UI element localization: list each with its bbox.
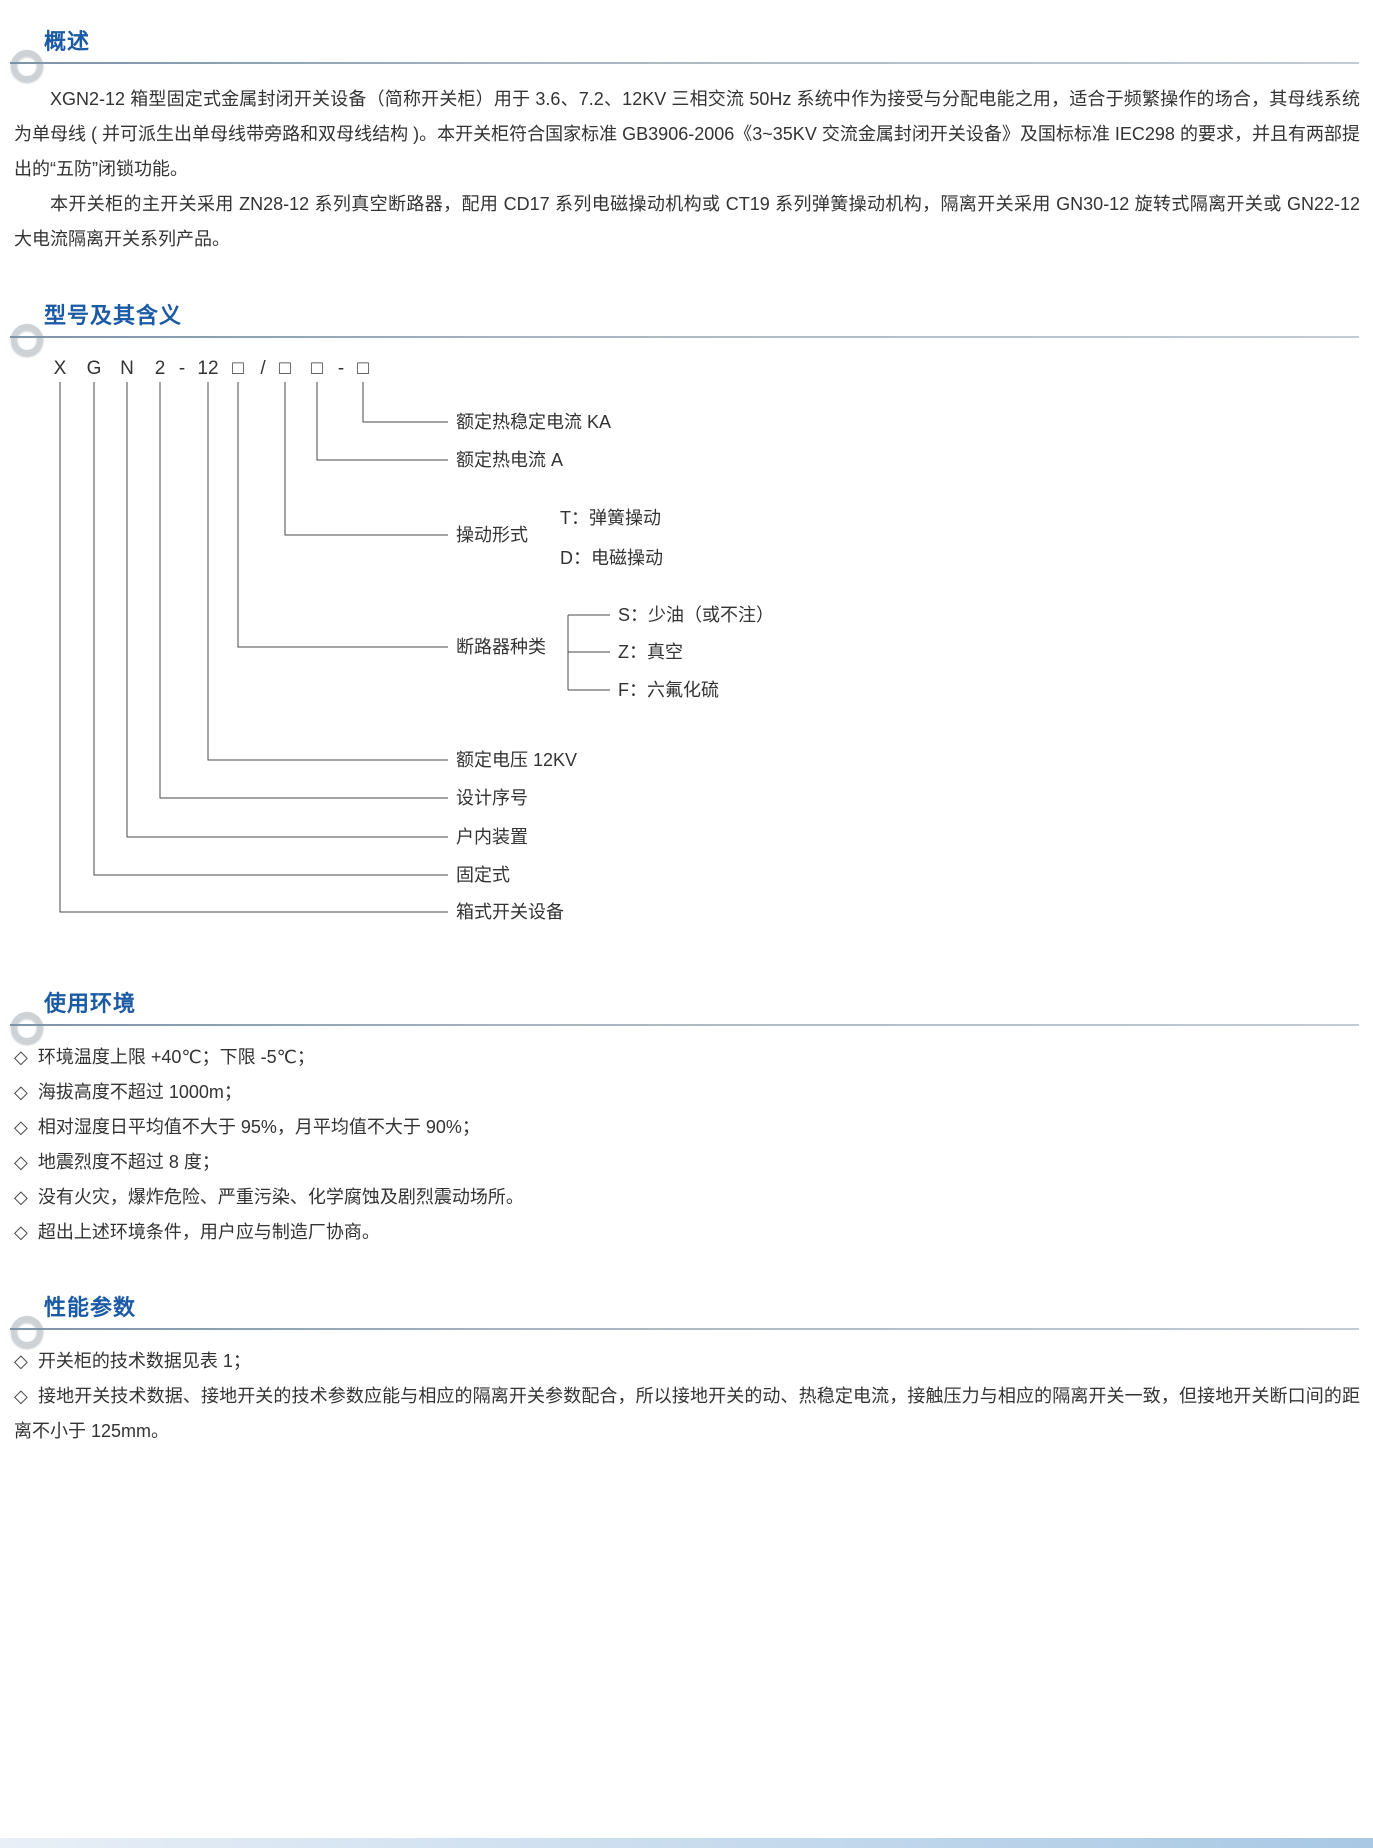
label-box-switchgear: 箱式开关设备 xyxy=(456,902,564,922)
model-code-char: - xyxy=(338,358,344,379)
section-divider xyxy=(10,1024,1359,1026)
breaker-type-option: Z：真空 xyxy=(618,642,683,662)
connector-line xyxy=(126,382,448,838)
list-item-text: 环境温度上限 +40℃；下限 -5℃； xyxy=(37,1047,315,1067)
label-rated-voltage: 额定电压 12KV xyxy=(456,750,577,770)
list-item: ◇ 地震烈度不超过 8 度； xyxy=(14,1145,1360,1180)
environment-list: ◇ 环境温度上限 +40℃；下限 -5℃； ◇ 海拔高度不超过 1000m； ◇ 相对… xyxy=(14,1040,1360,1250)
label-design-serial: 设计序号 xyxy=(456,788,528,808)
list-item-text: 超出上述环境条件，用户应与制造厂协商。 xyxy=(37,1222,380,1242)
model-code-char: N xyxy=(120,358,134,379)
section-divider xyxy=(10,336,1359,338)
diamond-bullet-icon: ◇ xyxy=(14,1047,28,1067)
list-item: ◇ 环境温度上限 +40℃；下限 -5℃； xyxy=(14,1040,1360,1075)
connector-line xyxy=(316,382,448,461)
breaker-type-option: F：六氟化硫 xyxy=(618,680,719,700)
list-item: ◇ 超出上述环境条件，用户应与制造厂协商。 xyxy=(14,1215,1360,1250)
section-title-environment: 使用环境 xyxy=(44,991,137,1016)
model-code-char: □ xyxy=(279,358,291,379)
model-code-char: / xyxy=(260,358,266,379)
list-item-text: 开关柜的技术数据见表 1； xyxy=(37,1351,251,1371)
section-title-overview: 概述 xyxy=(44,29,91,54)
list-item: ◇接地开关技术数据、接地开关的技术参数应能与相应的隔离开关参数配合，所以接地开关… xyxy=(14,1379,1360,1449)
diamond-bullet-icon: ◇ xyxy=(14,1082,28,1102)
diamond-bullet-icon: ◇ xyxy=(14,1152,28,1172)
section-title-model: 型号及其含义 xyxy=(44,303,183,328)
label-indoor-device: 户内装置 xyxy=(456,827,528,847)
diamond-bullet-icon: ◇ xyxy=(14,1187,28,1207)
connector-line xyxy=(284,382,448,536)
diamond-bullet-icon: ◇ xyxy=(14,1386,28,1406)
model-code-char: 12 xyxy=(197,358,218,379)
section-divider xyxy=(10,62,1359,64)
list-item-text: 接地开关技术数据、接地开关的技术参数应能与相应的隔离开关参数配合，所以接地开关的… xyxy=(14,1386,1361,1441)
label-operating-mode: 操动形式 xyxy=(456,525,528,545)
label-thermal-current: 额定热电流 A xyxy=(456,450,563,470)
binder-ring-icon xyxy=(11,50,43,82)
model-designation-diagram: X G N 2 - 12 □ / □ □ - □ 额定热稳定电流 KA 额定热电… xyxy=(54,358,774,922)
connector-line xyxy=(59,382,448,913)
breaker-type-option: S：少油（或不注） xyxy=(618,605,774,625)
connector-line xyxy=(207,382,448,761)
diamond-bullet-icon: ◇ xyxy=(14,1222,28,1242)
diamond-bullet-icon: ◇ xyxy=(14,1351,28,1371)
footer-decoration-bar xyxy=(0,1838,1373,1848)
connector-line xyxy=(159,382,448,799)
operating-mode-option: D：电磁操动 xyxy=(560,548,663,568)
list-item-text: 海拔高度不超过 1000m； xyxy=(37,1082,242,1102)
list-item-text: 相对湿度日平均值不大于 95%，月平均值不大于 90%； xyxy=(37,1117,480,1137)
model-code-char: G xyxy=(87,358,102,379)
diamond-bullet-icon: ◇ xyxy=(14,1117,28,1137)
section-divider xyxy=(10,1328,1359,1330)
list-item: ◇ 海拔高度不超过 1000m； xyxy=(14,1075,1360,1110)
model-code-char: 2 xyxy=(155,358,166,379)
label-breaker-type: 断路器种类 xyxy=(456,637,546,657)
overview-paragraph-1: XGN2-12 箱型固定式金属封闭开关设备（简称开关柜）用于 3.6、7.2、1… xyxy=(14,89,1360,179)
connector-line xyxy=(362,382,448,423)
list-item-text: 地震烈度不超过 8 度； xyxy=(37,1152,220,1172)
section-title-performance: 性能参数 xyxy=(44,1295,137,1320)
model-code-char: □ xyxy=(311,358,323,379)
overview-body: XGN2-12 箱型固定式金属封闭开关设备（简称开关柜）用于 3.6、7.2、1… xyxy=(14,82,1360,257)
model-code-char: □ xyxy=(232,358,244,379)
model-code-char: X xyxy=(54,358,67,379)
label-fixed-type: 固定式 xyxy=(456,865,510,885)
list-item-text: 没有火灾，爆炸危险、严重污染、化学腐蚀及剧烈震动场所。 xyxy=(37,1187,524,1207)
binder-ring-icon xyxy=(11,1012,43,1044)
overview-paragraph-2: 本开关柜的主开关采用 ZN28-12 系列真空断路器，配用 CD17 系列电磁操… xyxy=(14,194,1360,249)
connector-line xyxy=(93,382,448,876)
list-item: ◇ 没有火灾，爆炸危险、严重污染、化学腐蚀及剧烈震动场所。 xyxy=(14,1180,1360,1215)
list-item: ◇ 开关柜的技术数据见表 1； xyxy=(14,1344,1360,1379)
label-thermal-stability: 额定热稳定电流 KA xyxy=(456,412,611,432)
model-code-char: - xyxy=(179,358,185,379)
binder-ring-icon xyxy=(11,1316,43,1348)
list-item: ◇ 相对湿度日平均值不大于 95%，月平均值不大于 90%； xyxy=(14,1110,1360,1145)
model-code-char: □ xyxy=(357,358,369,379)
binder-ring-icon xyxy=(11,324,43,356)
connector-line xyxy=(237,382,448,648)
performance-list: ◇开关柜的技术数据见表 1； ◇接地开关技术数据、接地开关的技术参数应能与相应的… xyxy=(14,1344,1360,1449)
operating-mode-option: T：弹簧操动 xyxy=(560,508,661,528)
